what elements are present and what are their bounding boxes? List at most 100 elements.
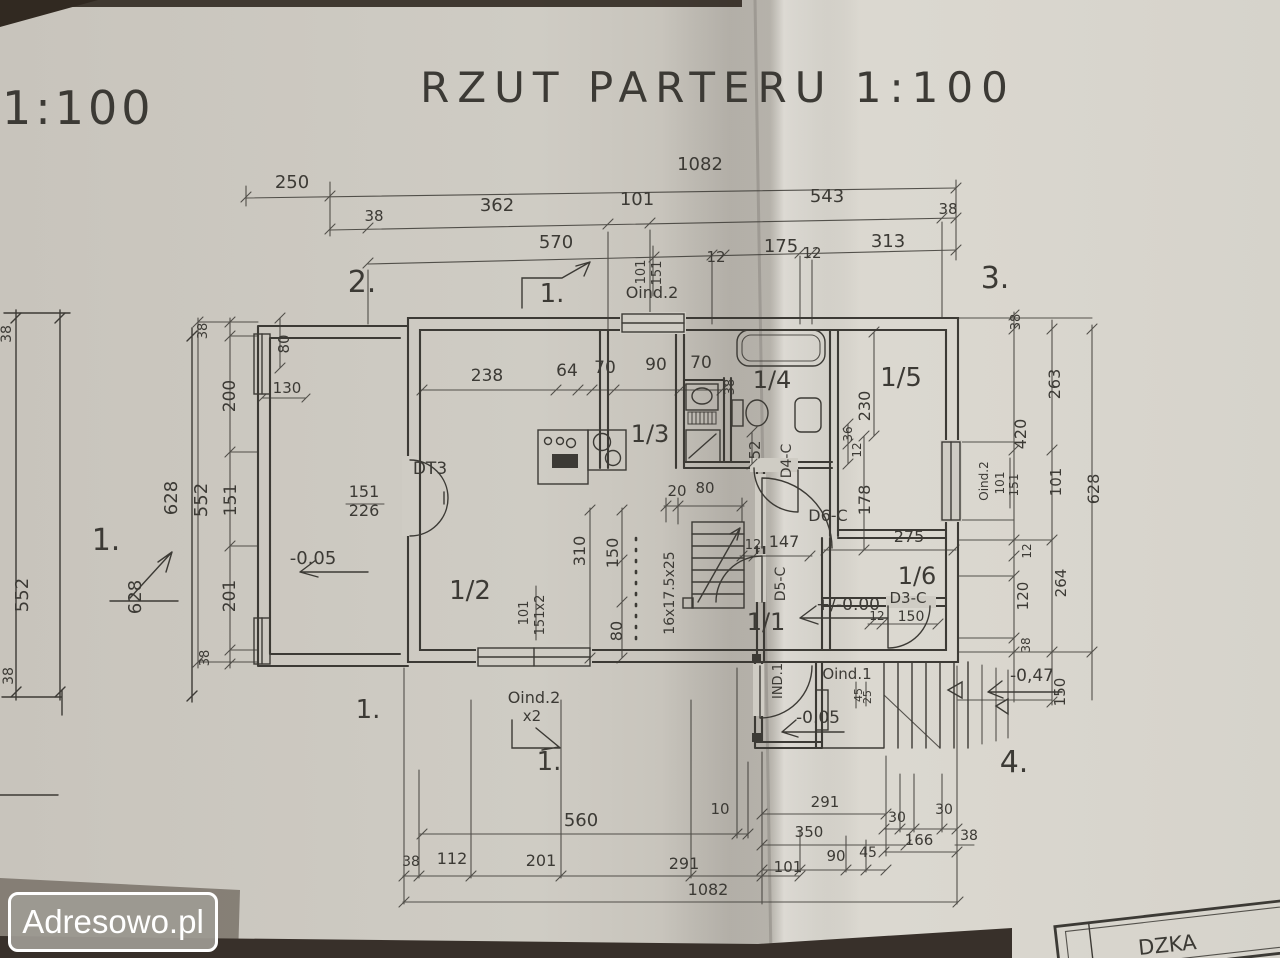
dimension-label: 64 [556,361,578,381]
dimension-label: 12 [1020,543,1034,558]
dimension-label: 38 [198,650,213,667]
dimension-label: 628 [1084,474,1103,505]
titleblock-text: DZKA [1137,930,1198,958]
dimension-label: 230 [855,391,874,422]
dimension-label: 1082 [688,880,729,899]
dimension-label: 38 [196,323,211,340]
bottom-dimension-lines [398,665,975,908]
level-label: +/-0.00 [816,595,880,615]
dimension-label: 201 [526,851,557,870]
level-markers [299,559,1063,738]
dimension-label: 130 [273,379,302,397]
kitchen-fixtures [537,429,627,485]
title-block [1053,896,1280,958]
dimension-label: 30 [888,810,906,826]
porch-steps [821,661,1009,749]
dimension-label: 101 [620,189,654,210]
dimension-label: 178 [855,485,874,516]
level-label: -0.05 [796,708,840,728]
dimension-label: 263 [1045,369,1064,400]
section-marker-label: 1. [540,279,565,309]
dimension-label: 147 [769,532,800,551]
dimension-label: 362 [480,195,514,216]
dimension-label: 264 [1052,569,1070,598]
dimension-label: 70 [594,358,616,378]
room-label: 1/2 [449,576,491,606]
level-label: -0,47 [1010,666,1054,686]
watermark-text: Adresowo.pl [22,903,204,940]
dimension-label: 10 [710,800,729,818]
dimension-label: 570 [539,232,573,253]
room-label: 1/1 [747,608,786,636]
dimension-label: 238 [471,366,503,386]
dimension-label: 38 [0,325,15,343]
dimension-label: 150 [898,609,925,625]
section-marker-label: 4. [1000,745,1029,780]
interior-dimension-lines [345,326,1011,709]
dimension-label: 12 [869,609,884,623]
dimension-label: 38 [960,828,978,844]
window-label: Oind.2 [626,283,679,302]
dimension-label: 80 [607,621,626,641]
dimension-label: 52 [746,440,764,459]
window-size-label: 101 [993,472,1007,495]
dimension-label: 80 [275,334,293,353]
dimension-label: 175 [764,236,798,257]
dimension-label: 350 [795,823,824,841]
watermark-badge: Adresowo.pl [8,892,218,952]
section-marker-label: 1. [537,747,562,777]
dimension-label: 291 [811,793,840,811]
dimension-label: 275 [894,527,925,546]
windows [253,313,961,742]
dimension-label: 38 [723,379,738,396]
dimension-label: 250 [275,172,309,193]
dimension-label: 200 [220,380,240,412]
labels-layer: RZUT PARTERU 1:100 1:100 2. 1. 3. 1. 1. 1. 4. 250… [0,63,1198,958]
section-marker-label: 1. [92,523,121,558]
room-label: 1/5 [880,363,922,393]
drawing-title: RZUT PARTERU 1:100 [420,63,1016,112]
dimension-label: 101 [1047,468,1065,497]
left-dimension-lines [192,312,311,670]
adjacent-drawing-title: 1:100 [2,81,155,135]
dimension-label: 38 [402,854,420,870]
door-label: DT3 [413,459,447,479]
dimension-label: 628 [161,481,182,515]
dimension-label: 101 [774,858,803,876]
window-label: Oind.1 [822,665,871,683]
door-label: D4-C [779,444,795,479]
window-label: Oind.2 [508,688,561,707]
window-size-label: 25 [861,690,874,704]
dimension-label: 30 [935,802,953,818]
room-label: 1/3 [631,420,670,448]
section-marker-label: 3. [981,261,1010,296]
dimension-label: 112 [437,849,468,868]
section-marker-label: 2. [348,265,377,300]
dimension-label: 151 [349,482,380,501]
window-size-label: 151 [1007,474,1021,497]
dimension-label: 38 [1009,314,1024,331]
dimension-label: 150 [603,538,622,569]
window-size-label: 101 [634,260,649,285]
section-arrows [109,261,591,751]
door-label: IND.1 [771,663,786,699]
section-marker-label: 1. [356,695,381,725]
doors [409,459,931,719]
adjacent-drawing-fragment [0,309,198,796]
dimension-label: 90 [645,355,667,375]
window-size-label: 45 [852,688,865,702]
dimension-label: 628 [125,580,146,614]
dimension-label: 201 [220,580,240,612]
room-label: 1/4 [753,366,792,394]
wall-openings [402,312,962,716]
dimension-label: 151 [221,484,241,516]
dimension-label: 80 [695,479,714,497]
dimension-label: 120 [1014,582,1032,611]
dimension-label: 420 [1011,419,1030,450]
dimension-label: 20 [667,482,686,500]
top-dimension-lines [240,179,962,331]
dimension-label: 12 [802,244,821,262]
dimension-label: 291 [669,854,700,873]
